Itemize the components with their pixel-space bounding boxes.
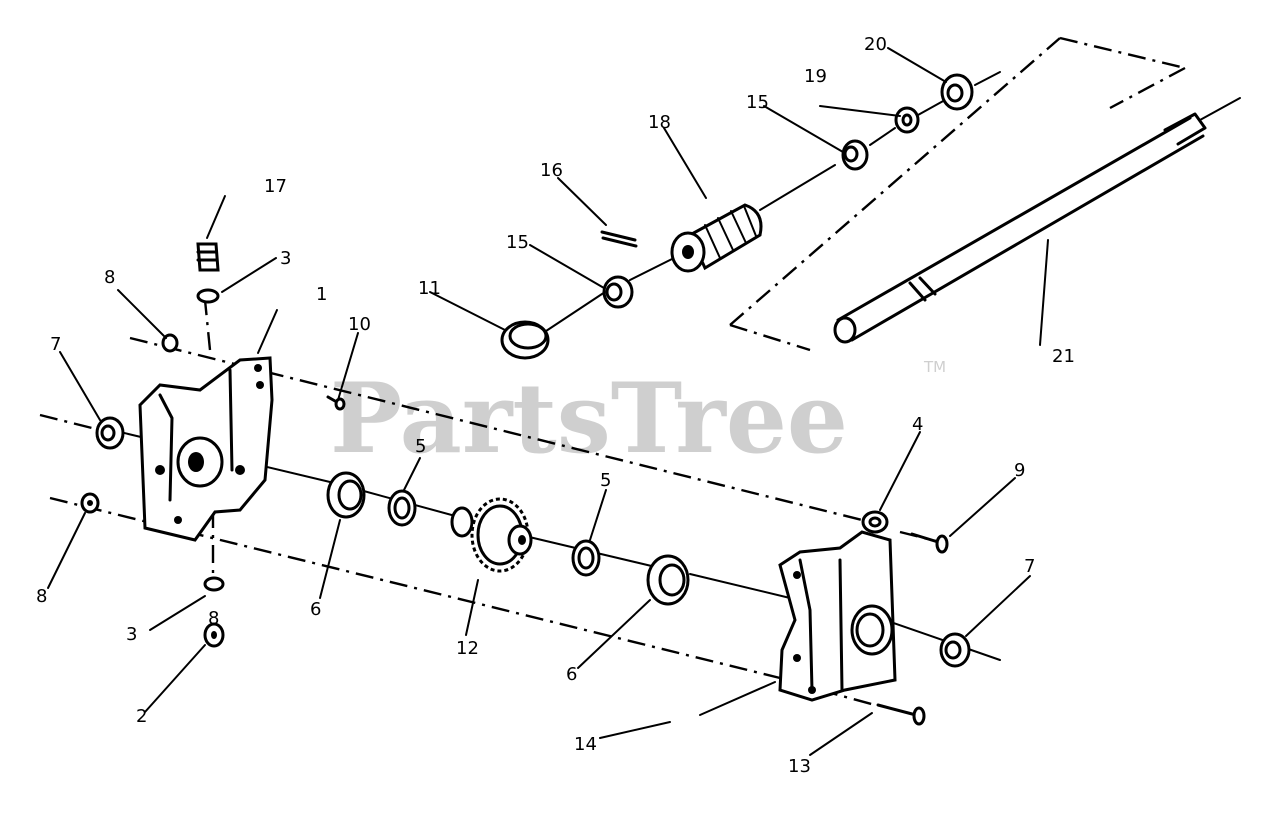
callout-10: 10 (348, 314, 371, 335)
right-housing-part-14[interactable] (778, 530, 897, 702)
callout-5-left: 5 (415, 436, 426, 457)
washer-part-19[interactable] (894, 106, 920, 134)
callout-5-right: 5 (600, 470, 611, 491)
callout-19: 19 (804, 66, 827, 87)
callout-3-upper: 3 (280, 248, 291, 269)
callout-7-right: 7 (1024, 556, 1035, 577)
fitting-part-17[interactable] (196, 242, 220, 272)
leader-lines (47, 47, 1049, 756)
callout-11: 11 (418, 278, 441, 299)
callout-3-lower: 3 (126, 624, 137, 645)
callout-6-right: 6 (566, 664, 577, 685)
spur-gear-part-12[interactable] (450, 497, 533, 573)
callout-8-left: 8 (36, 586, 47, 607)
seal-part-7-left[interactable] (95, 416, 125, 450)
callout-16: 16 (540, 160, 563, 181)
callout-6-left: 6 (310, 599, 321, 620)
callout-21: 21 (1052, 346, 1075, 367)
bushing-part-15-upper[interactable] (841, 139, 869, 171)
bearing-part-6-left[interactable] (326, 471, 366, 519)
bolt-part-13[interactable] (876, 703, 926, 726)
washer-part-5-right[interactable] (571, 539, 601, 577)
shaft-part-21[interactable] (833, 97, 1241, 344)
callout-9: 9 (1014, 460, 1025, 481)
callout-8-bottom: 8 (208, 608, 219, 629)
pin-part-16[interactable] (600, 230, 638, 248)
seal-part-7-right[interactable] (939, 632, 971, 668)
bushing-part-15-lower[interactable] (602, 275, 634, 309)
callout-17: 17 (264, 176, 287, 197)
washer-part-3-lower[interactable] (203, 576, 225, 592)
callout-15-lower: 15 (506, 232, 529, 253)
assembly-axis-lines (39, 36, 1186, 707)
callout-13: 13 (788, 756, 811, 777)
callout-20: 20 (864, 34, 887, 55)
callout-12: 12 (456, 638, 479, 659)
bearing-part-20[interactable] (940, 73, 974, 111)
callout-numbers: 1 2 3 3 4 5 5 6 6 7 7 8 8 8 9 10 11 12 1… (36, 34, 1075, 777)
callout-4: 4 (912, 414, 923, 435)
worm-gear-part-18[interactable] (670, 203, 763, 273)
callout-8-upper: 8 (104, 267, 115, 288)
callout-7-left: 7 (50, 334, 61, 355)
callout-14: 14 (574, 734, 597, 755)
callout-15-upper: 15 (746, 92, 769, 113)
bushing-part-4[interactable] (861, 510, 889, 534)
left-housing-part-1[interactable] (138, 356, 274, 542)
callout-18: 18 (648, 112, 671, 133)
bolt-part-10[interactable] (326, 395, 346, 411)
bolt-part-9[interactable] (910, 532, 949, 554)
callout-2: 2 (136, 706, 147, 727)
nut-part-8-left[interactable] (80, 492, 100, 514)
callout-1: 1 (316, 284, 327, 305)
nut-part-2[interactable] (203, 622, 225, 648)
watermark-trademark: TM (923, 358, 946, 376)
bearing-part-6-right[interactable] (646, 554, 690, 606)
nut-part-8-upper[interactable] (161, 333, 179, 353)
washer-part-5-left[interactable] (387, 489, 417, 527)
washer-part-3-upper[interactable] (196, 288, 220, 304)
sleeve-part-11[interactable] (500, 320, 550, 360)
watermark-text: PartsTree (330, 362, 848, 475)
